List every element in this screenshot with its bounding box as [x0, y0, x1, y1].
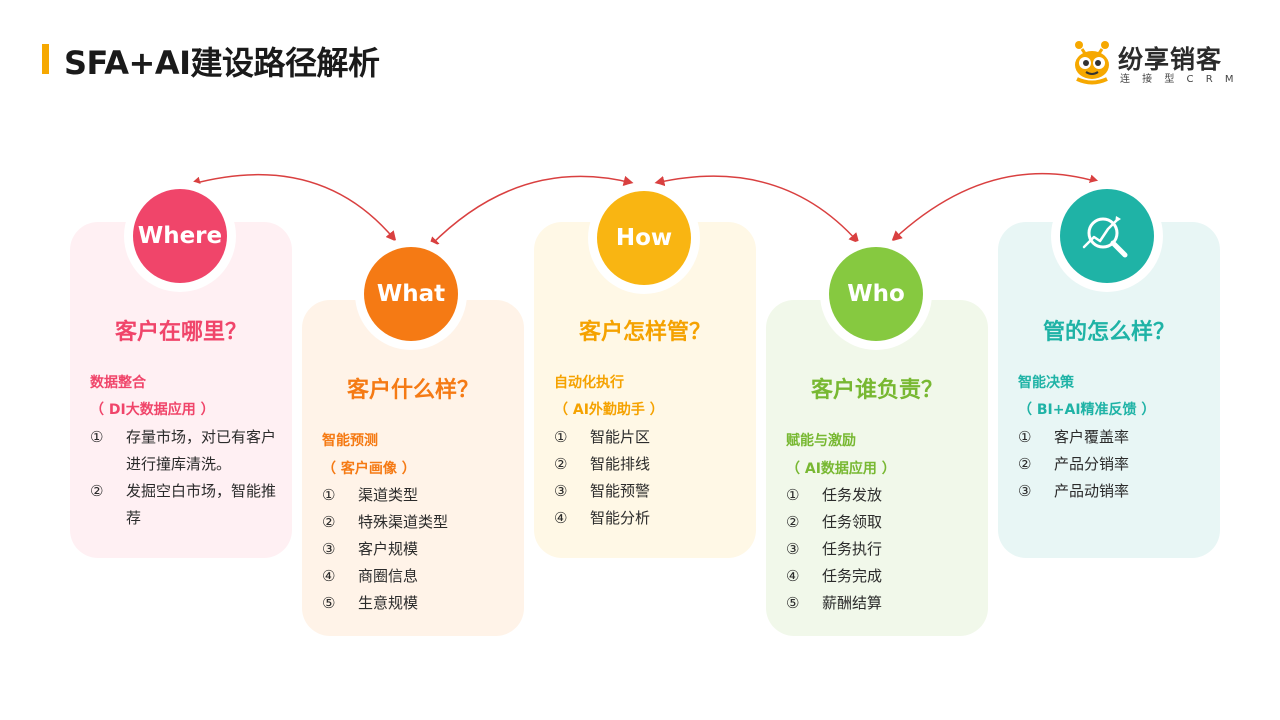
card-where-subtitle: （ DI大数据应用 ）	[90, 402, 215, 418]
circle-how: How	[597, 191, 691, 285]
brand-logo: 纷享销客 连 接 型 C R M	[1068, 38, 1248, 86]
card-who-question: 客户谁负责？	[810, 378, 943, 403]
card-manage-subtitle: （ BI+AI精准反馈 ）	[1018, 402, 1156, 418]
circle-where: Where	[133, 189, 227, 283]
card-manage-section: 智能决策	[1018, 375, 1074, 391]
card-manage-question: 管的怎么样？	[1042, 320, 1175, 345]
circle-manage	[1060, 189, 1154, 283]
magnifier-chart-icon	[1082, 216, 1128, 258]
circle-where-ring: Where	[124, 180, 236, 292]
circle-what: What	[364, 247, 458, 341]
bee-mascot-icon	[1075, 41, 1109, 85]
card-what-subtitle: （ 客户画像 ）	[322, 461, 416, 477]
circle-who-ring: Who	[820, 238, 932, 350]
circle-manage-ring	[1051, 180, 1163, 292]
card-how-subtitle: （ AI外勤助手 ）	[554, 402, 664, 418]
card-what-question: 客户什么样？	[346, 378, 479, 403]
circle-who: Who	[829, 247, 923, 341]
title-accent-bar	[42, 44, 49, 74]
brand-name: 纷享销客	[1118, 45, 1223, 74]
card-who-subtitle: （ AI数据应用 ）	[786, 461, 896, 477]
card-where-question: 客户在哪里？	[114, 320, 247, 345]
circle-how-ring: How	[588, 182, 700, 294]
circle-what-ring: What	[355, 238, 467, 350]
card-where-section: 数据整合	[90, 375, 146, 391]
card-what-section: 智能预测	[322, 433, 378, 449]
card-how-question: 客户怎样管？	[578, 320, 711, 345]
card-who-section: 赋能与激励	[786, 433, 856, 449]
brand-subtitle: 连 接 型 C R M	[1120, 74, 1238, 85]
page-title: SFA+AI建设路径解析	[64, 44, 380, 82]
card-how-section: 自动化执行	[554, 375, 624, 391]
